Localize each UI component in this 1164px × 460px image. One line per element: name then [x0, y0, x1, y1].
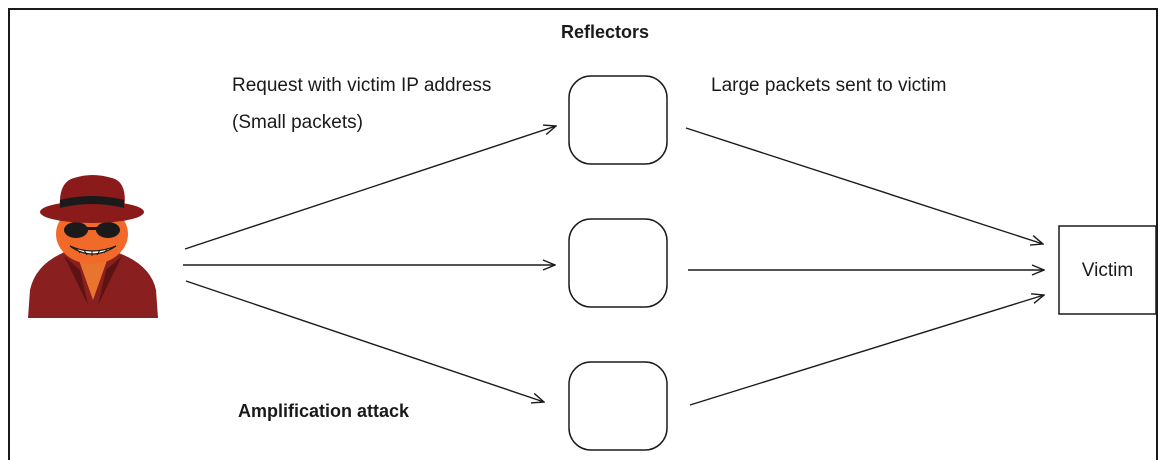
reflectors-title: Reflectors [561, 22, 650, 42]
reflector-box-middle [568, 218, 668, 308]
request-arrow-bottom [185, 280, 544, 402]
hacker-icon [28, 175, 158, 318]
request-label-line1: Request with victim IP address [232, 75, 492, 96]
request-arrow-top [184, 126, 556, 250]
response-arrow-top [685, 127, 1043, 244]
reflector-box-top [568, 75, 668, 165]
response-arrow-bottom [689, 295, 1044, 406]
amplification-attack-caption: Amplification attack [238, 401, 410, 421]
victim-box [1058, 225, 1157, 315]
victim-label: Victim [1081, 259, 1134, 281]
request-label-line2: (Small packets) [232, 112, 363, 133]
reflector-box-bottom [568, 361, 668, 451]
large-packets-label: Large packets sent to victim [711, 75, 947, 96]
